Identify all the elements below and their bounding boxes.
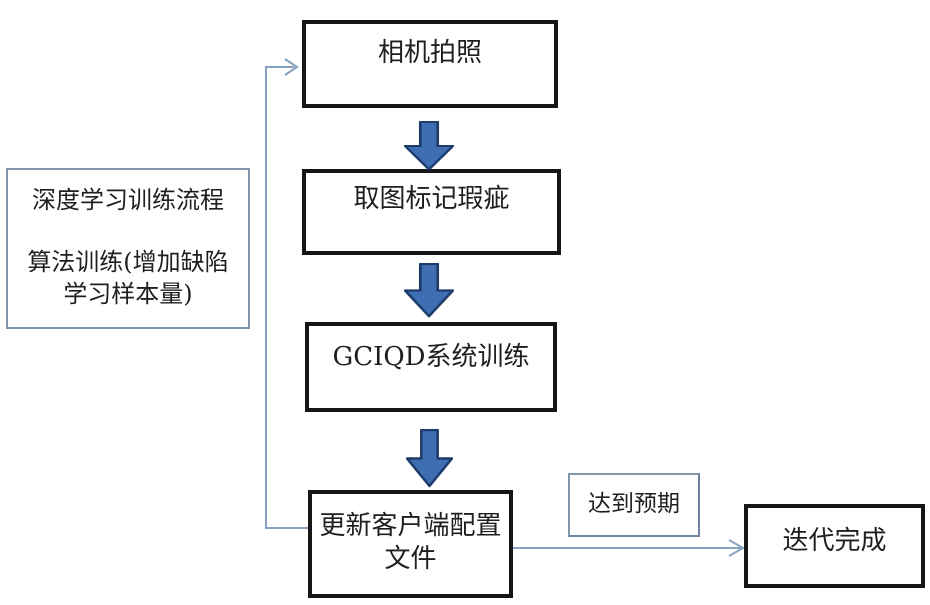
legend-line: 学习样本量) — [63, 280, 193, 308]
legend-title: 深度学习训练流程 — [32, 186, 224, 214]
loop-connector-line — [265, 66, 308, 529]
expected-label-box: 达到预期 — [568, 473, 700, 537]
flow-node-mark-defects: 取图标记瑕疵 — [302, 169, 561, 255]
flow-node-label: 文件 — [384, 544, 437, 574]
down-block-arrow — [404, 121, 454, 171]
expected-label: 达到预期 — [588, 491, 680, 517]
flow-node-label: 迭代完成 — [782, 526, 887, 556]
down-arrow-icon — [404, 121, 454, 171]
flow-node-label: 取图标记瑕疵 — [353, 184, 510, 214]
legend-box: 深度学习训练流程 算法训练(增加缺陷 学习样本量) — [6, 168, 250, 329]
legend-spacer — [8, 216, 248, 246]
flow-node-label: 相机拍照 — [377, 38, 482, 68]
down-block-arrow — [406, 429, 453, 488]
flow-node-label: GCIQD系统训练 — [332, 342, 530, 372]
flow-node-camera: 相机拍照 — [302, 20, 558, 108]
legend-line: 算法训练(增加缺陷 — [27, 248, 229, 276]
loop-connector-arrowhead-icon — [284, 58, 299, 76]
flow-node-system-training: GCIQD系统训练 — [305, 322, 557, 412]
complete-connector-arrowhead-icon — [728, 539, 746, 557]
flow-node-update-config: 更新客户端配置 文件 — [308, 490, 513, 598]
down-arrow-icon — [404, 263, 454, 318]
flow-node-label: 更新客户端配置 — [319, 511, 502, 541]
down-block-arrow — [404, 263, 454, 318]
down-arrow-icon — [406, 429, 453, 488]
flow-node-iteration-complete: 迭代完成 — [744, 504, 925, 588]
